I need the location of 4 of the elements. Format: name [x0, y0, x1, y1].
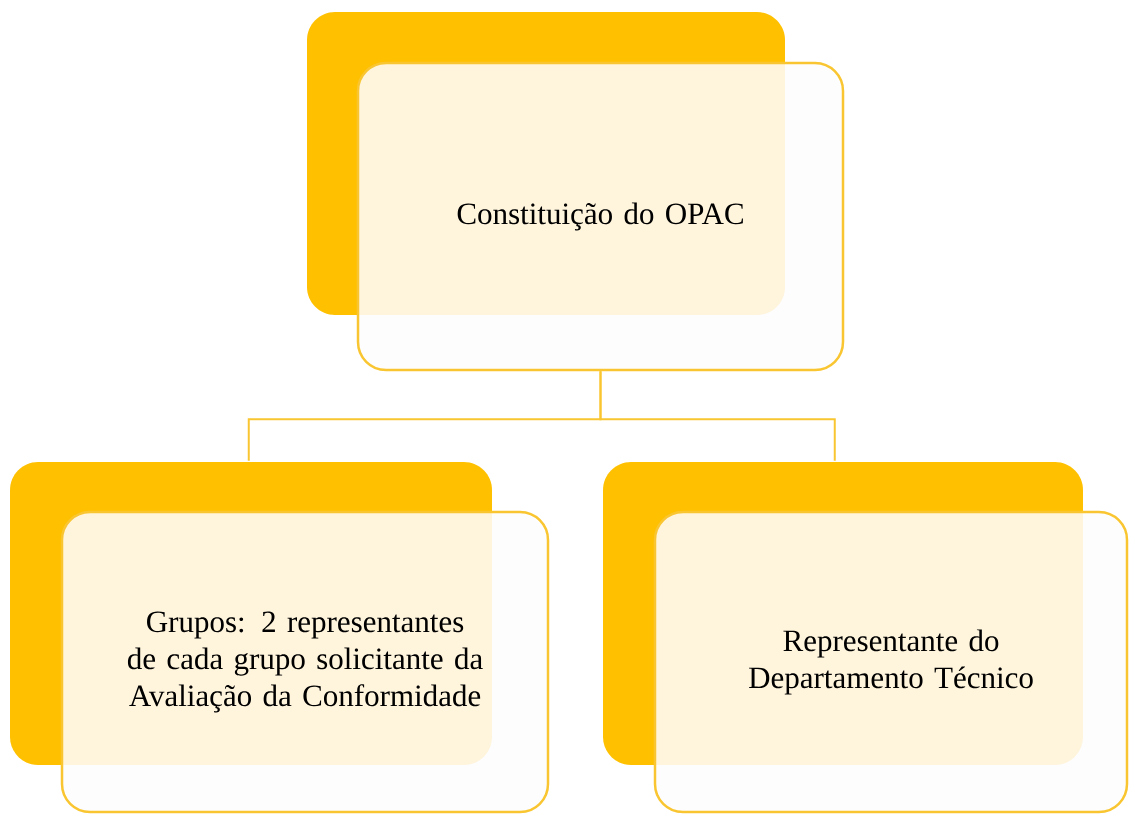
- connector: [599, 370, 836, 462]
- card: Constituição do OPAC: [307, 12, 845, 372]
- card: Representante do Departamento Técnico: [603, 462, 1129, 814]
- card: Grupos: 2 representantes de cada grupo solicitante da Avaliação da Conformidade: [10, 462, 550, 814]
